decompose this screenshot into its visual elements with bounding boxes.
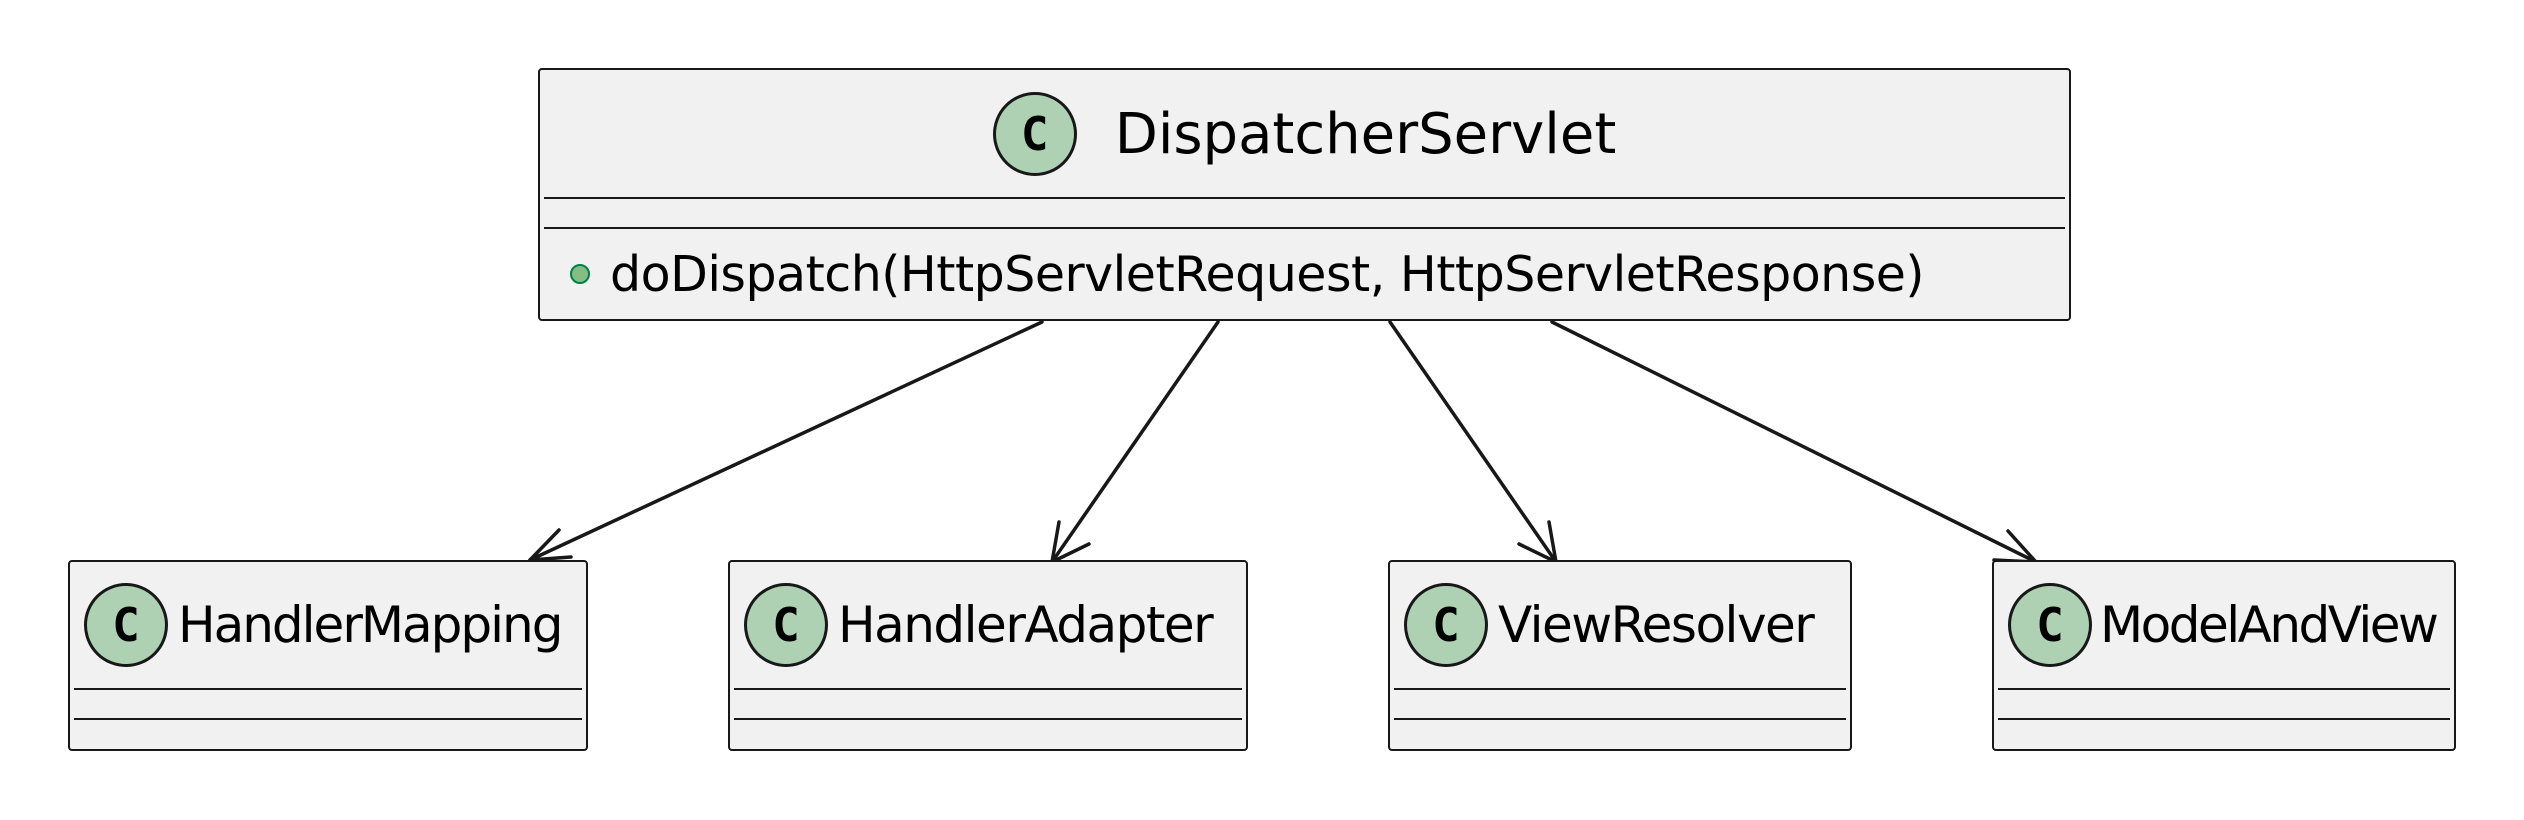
arrow-dispatcher-to-view-resolver [1388, 320, 1558, 564]
class-name: ModelAndView [2100, 596, 2439, 654]
class-header: C HandlerAdapter [730, 562, 1246, 688]
methods-separator [1394, 718, 1846, 720]
class-c-icon: C [992, 92, 1077, 176]
arrow-dispatcher-to-model-and-view [1550, 320, 2038, 564]
class-view-resolver[interactable]: C ViewResolver [1388, 560, 1852, 751]
methods-separator [544, 227, 2065, 229]
attributes-separator [544, 197, 2065, 199]
class-name: HandlerMapping [178, 596, 563, 654]
arrow-dispatcher-to-handler-mapping [528, 320, 1044, 562]
class-header: C HandlerMapping [70, 562, 586, 688]
methods-separator [74, 718, 582, 720]
class-c-icon: C [84, 583, 168, 667]
method-row: doDispatch(HttpServletRequest, HttpServl… [570, 230, 1925, 318]
class-name: ViewResolver [1498, 596, 1815, 654]
attributes-separator [734, 688, 1242, 690]
arrow-dispatcher-to-handler-adapter [1050, 320, 1220, 564]
method-signature: doDispatch(HttpServletRequest, HttpServl… [610, 245, 1925, 303]
class-c-icon: C [744, 583, 828, 667]
class-c-icon: C [1404, 583, 1488, 667]
methods-separator [1998, 718, 2450, 720]
class-name: HandlerAdapter [838, 596, 1214, 654]
class-c-icon: C [2008, 583, 2092, 667]
attributes-separator [1998, 688, 2450, 690]
attributes-separator [1394, 688, 1846, 690]
class-handler-adapter[interactable]: C HandlerAdapter [728, 560, 1248, 751]
public-method-icon [570, 264, 590, 284]
class-name: DispatcherServlet [1114, 101, 1617, 167]
class-header: C ViewResolver [1390, 562, 1850, 688]
class-header: C ModelAndView [1994, 562, 2454, 688]
class-dispatcher-servlet[interactable]: C DispatcherServlet doDispatch(HttpServl… [538, 68, 2071, 321]
class-header: C DispatcherServlet [540, 70, 2069, 198]
class-model-and-view[interactable]: C ModelAndView [1992, 560, 2456, 751]
methods-separator [734, 718, 1242, 720]
attributes-separator [74, 688, 582, 690]
class-handler-mapping[interactable]: C HandlerMapping [68, 560, 588, 751]
